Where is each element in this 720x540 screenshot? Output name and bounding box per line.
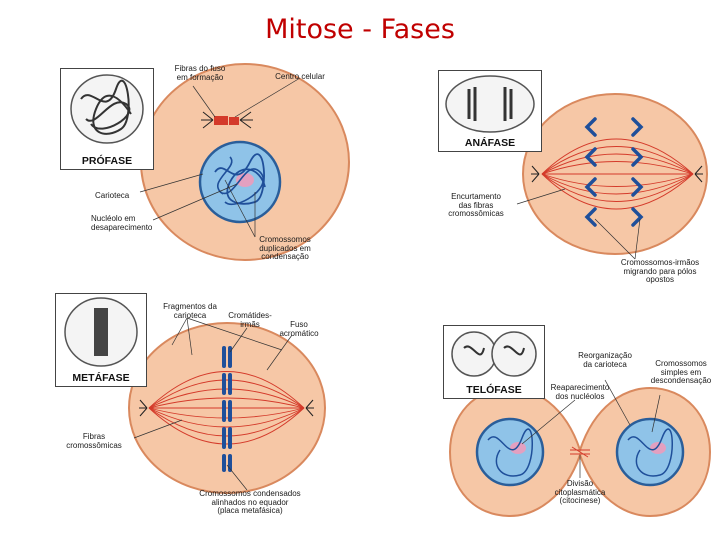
anaphase-label: ANÁFASE (464, 137, 516, 149)
telophase-nucleus-right (615, 417, 685, 487)
label-centro-celular: Centro celular (275, 72, 325, 81)
telophase-cell-drawing (448, 379, 712, 518)
anaphase-cell-drawing (516, 93, 708, 260)
label-carioteca: Carioteca (95, 191, 130, 200)
metaphase-cell-drawing (128, 317, 326, 494)
metaphase-label: METÁFASE (72, 372, 130, 384)
prophase-cell-drawing (139, 63, 350, 261)
metaphase-thumbnail: METÁFASE (55, 293, 147, 387)
prophase-thumbnail: PRÓFASE (60, 68, 154, 170)
centrosome-mark (214, 116, 228, 125)
anaphase-thumbnail: ANÁFASE (438, 70, 542, 152)
telophase-label: TELÓFASE (466, 384, 522, 396)
telophase-thumbnail: TELÓFASE (443, 325, 545, 399)
label-cromatides: Cromátides-irmãs (228, 311, 272, 329)
anaphase-chromosomes (584, 117, 644, 227)
telophase-nucleus-left (475, 417, 545, 487)
page-title: Mitose - Fases (265, 14, 455, 45)
prophase-label: PRÓFASE (81, 155, 133, 167)
metaphase-chromosomes (222, 346, 232, 472)
